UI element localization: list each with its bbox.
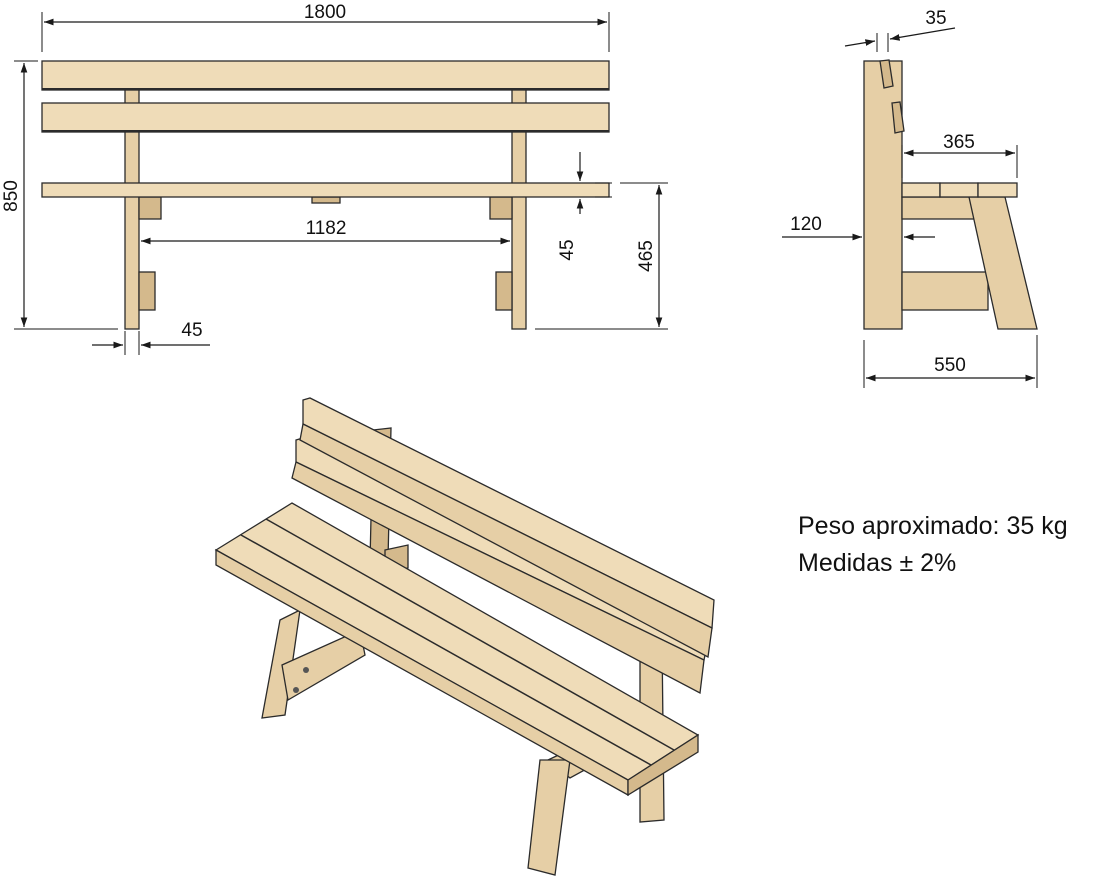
side-seat-slat-1 [901,182,941,198]
side-backrest-bottom [891,101,905,134]
isometric-view [214,397,715,876]
iso-backrest-upper-board [302,397,715,630]
dim-leg-thickness: 45 [181,320,202,341]
dim-back-offset: 120 [790,214,822,235]
side-view [863,59,1038,330]
iso-left-front-leg [261,608,301,719]
dim-side-top: 35 [925,8,946,29]
dim-inner-width: 1182 [306,218,347,239]
seat-board-front [41,182,610,198]
right-lower-block [495,271,513,311]
dim-depth: 550 [934,355,966,376]
tolerance-note: Medidas ± 2% [798,549,957,577]
iso-backrest-lower-face [291,461,705,695]
side-lower-rail [901,271,989,311]
dim-height: 850 [1,180,22,212]
side-dimensions: 35 365 120 550 [782,8,1038,388]
dim-length: 1800 [304,2,346,23]
iso-left-lower-rail [281,629,366,702]
backrest-top-board [41,60,610,91]
bolt-icon [303,667,309,673]
side-seat-slat-3 [977,182,1018,198]
dim-seat-height: 465 [636,240,657,272]
left-lower-block [138,271,156,311]
weight-note: Peso aproximado: 35 kg [798,512,1068,540]
left-seat-block [138,196,162,220]
right-seat-block [489,196,513,220]
side-seat-slat-2 [939,182,979,198]
side-backrest-top [879,59,894,89]
side-rear-post [863,60,903,330]
dim-seat-depth: 365 [943,132,975,153]
front-view [41,60,610,330]
iso-seat-right-end [627,733,699,797]
dim-seat-thickness: 45 [557,239,578,260]
front-dimensions: 1800 850 1182 45 465 45 [1,2,668,355]
center-support [311,196,341,204]
iso-right-front-leg [527,759,571,876]
backrest-bottom-board [41,102,610,133]
bolt-icon [293,687,299,693]
iso-backrest-upper-face [299,423,713,659]
